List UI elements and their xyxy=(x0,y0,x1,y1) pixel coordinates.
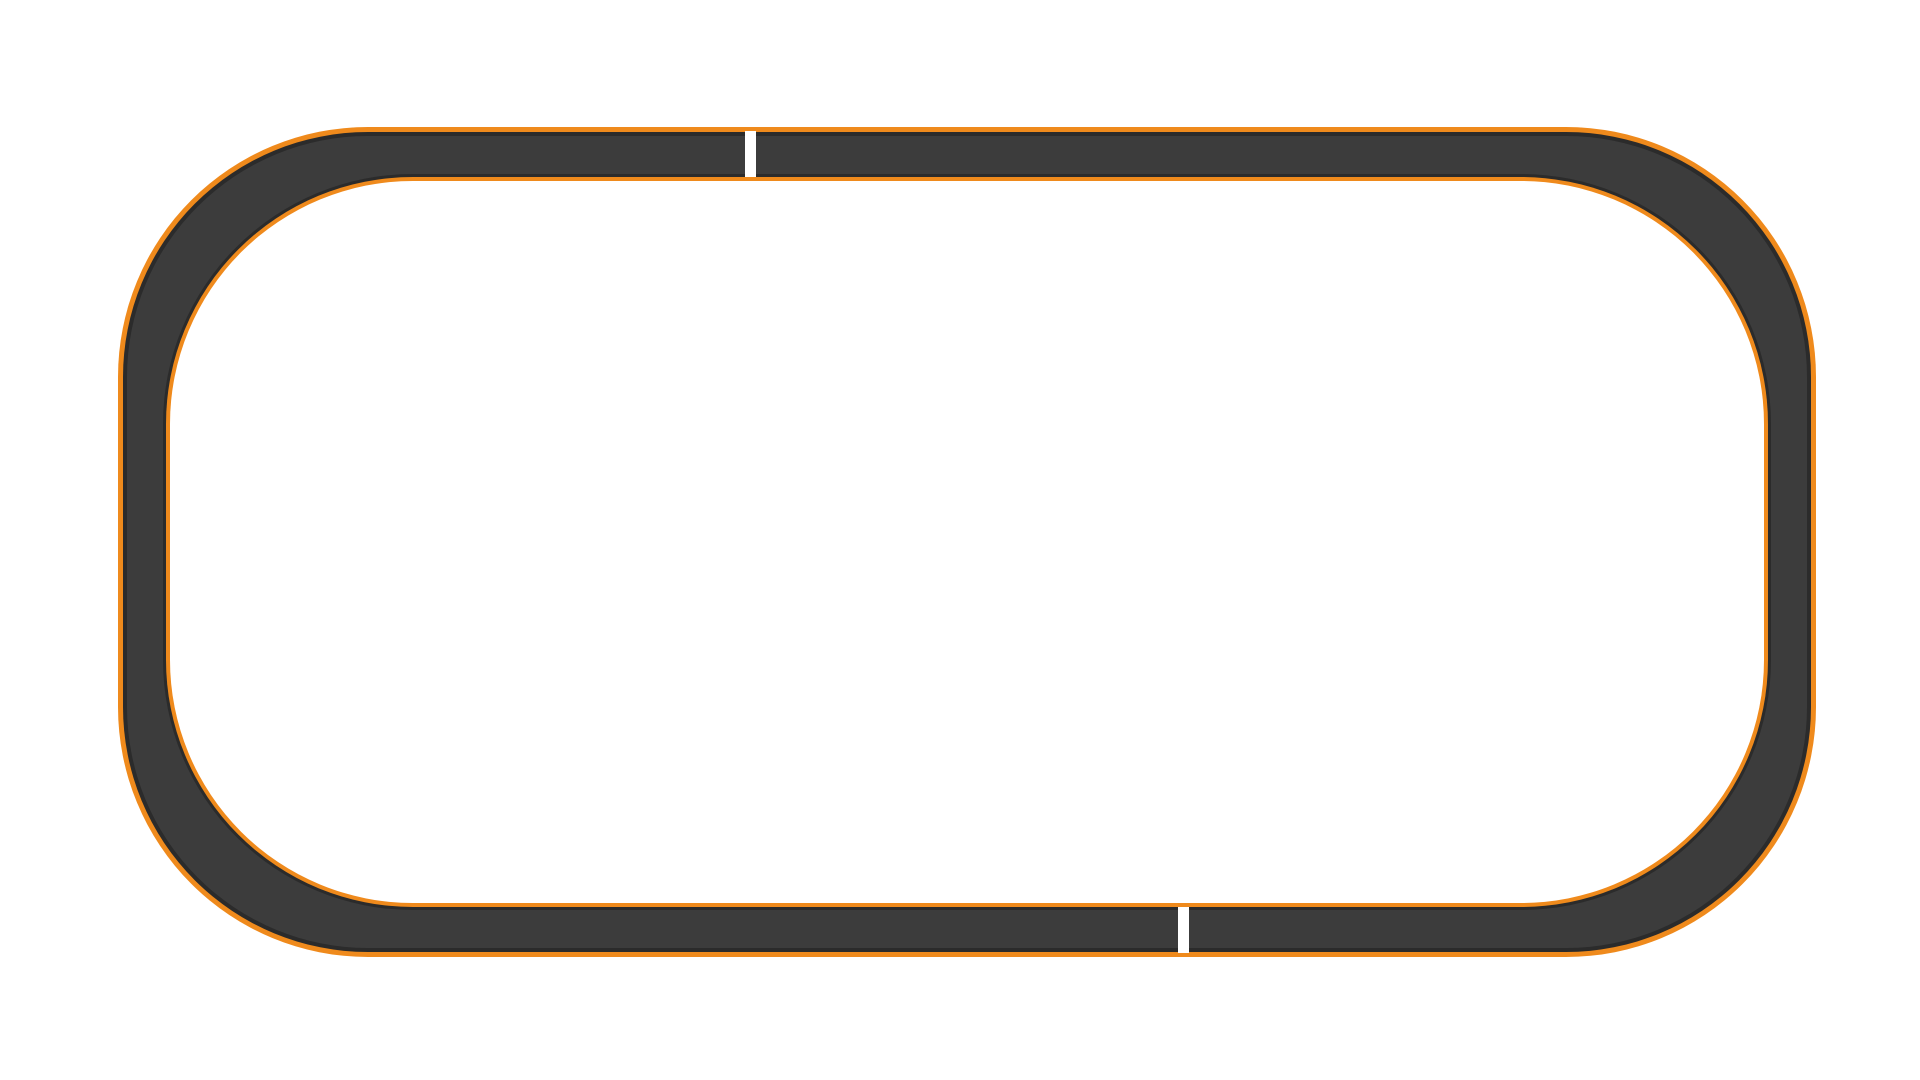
top-line-marker xyxy=(745,131,756,177)
bottom-line-marker xyxy=(1178,907,1189,953)
track-infield xyxy=(170,181,1764,903)
